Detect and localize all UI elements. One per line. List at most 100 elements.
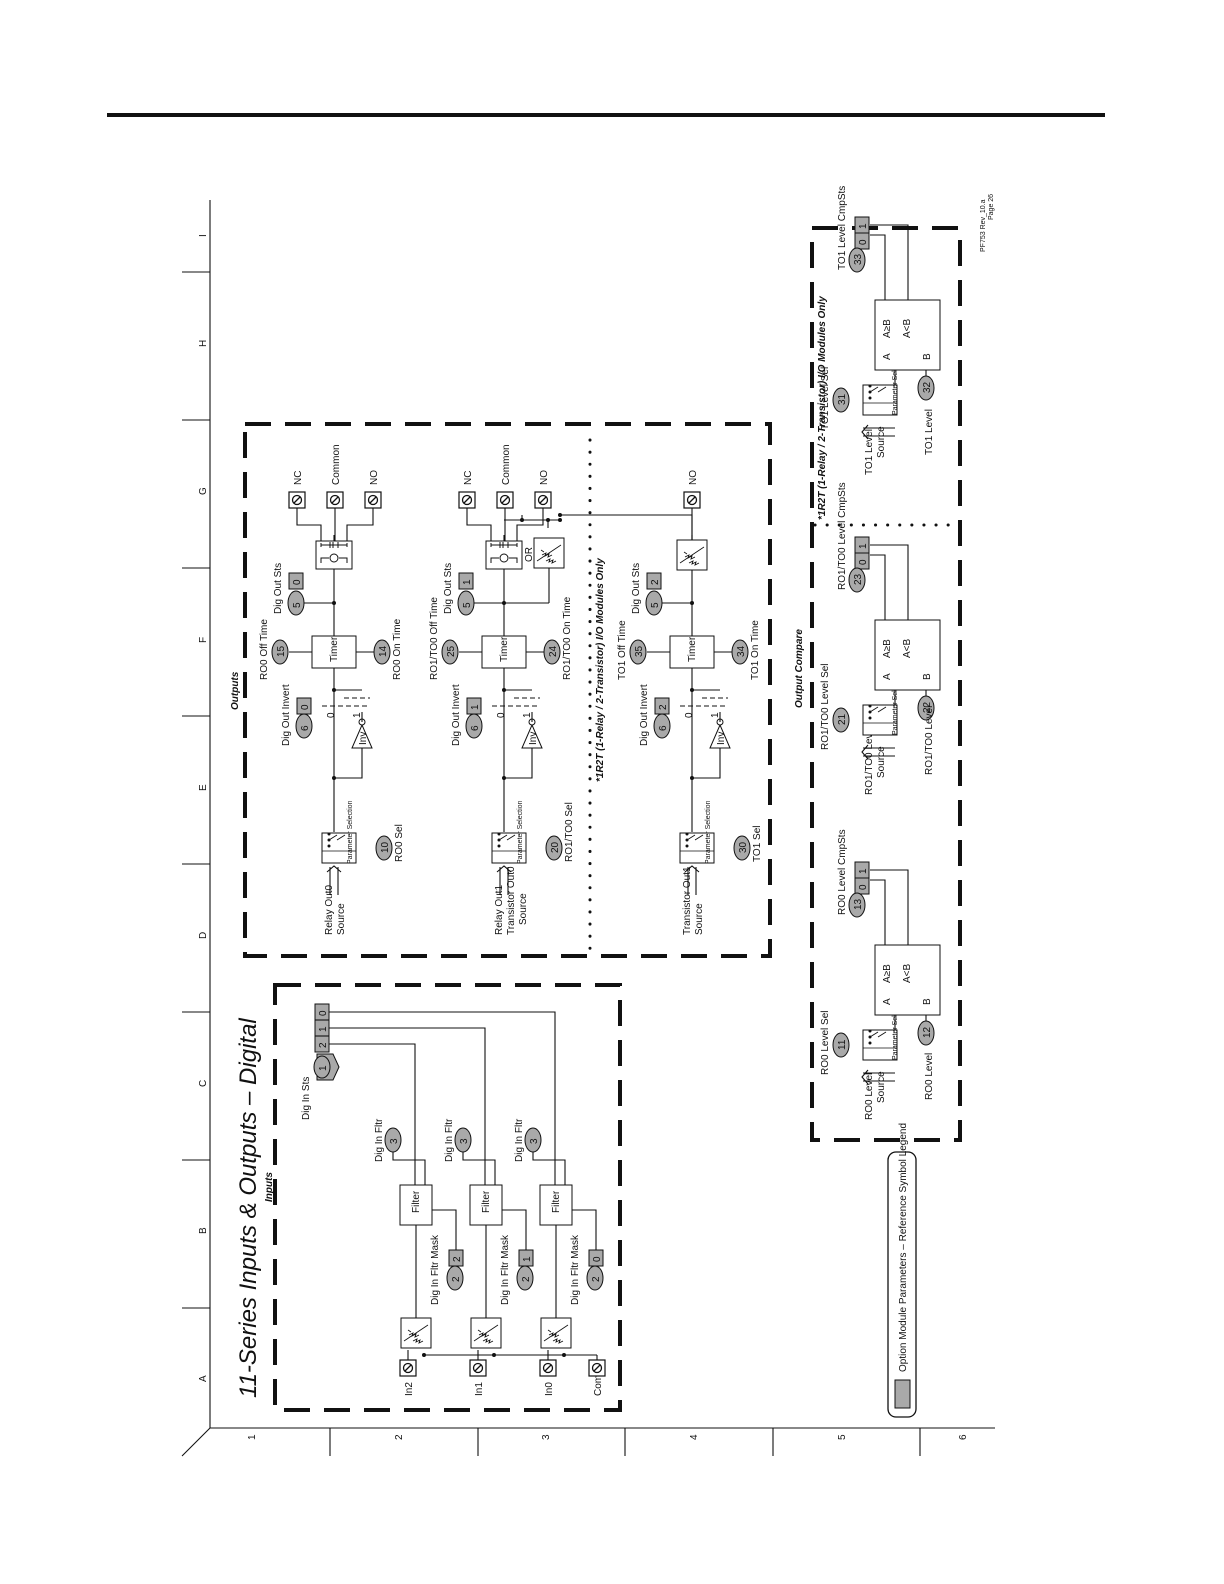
source-label: RO0 Level: [864, 1073, 875, 1120]
input-channel-in0: In0 Filter 3 Dig In Fltr 0 2 Dig In Fltr…: [514, 1118, 604, 1396]
off-param-value: 35: [634, 645, 645, 657]
off-param-value: 25: [446, 645, 457, 657]
source-label: Relay Out1: [494, 885, 505, 935]
invert-bit-value: 1: [470, 704, 481, 710]
doc-ref: PF753 Rev_10.a: [980, 199, 987, 252]
source-label: Transistor Out1: [682, 866, 693, 935]
svg-text:In2: In2: [404, 1382, 415, 1396]
legend-text: Option Module Parameters – Reference Sym…: [898, 1123, 909, 1372]
grid-col-e: E: [198, 784, 209, 791]
invert-param: [653, 713, 671, 739]
sel-param: [832, 387, 850, 413]
sel-param-value: 30: [738, 841, 749, 853]
svg-text:3: 3: [529, 1138, 540, 1144]
inputs-header: Inputs: [264, 1172, 275, 1202]
on-label: RO0 On Time: [392, 618, 403, 680]
source-label: Source: [518, 893, 529, 925]
svg-text:Filter: Filter: [481, 1190, 492, 1213]
switch-zero: 0: [326, 712, 337, 718]
svg-text:In0: In0: [544, 1382, 555, 1396]
switch-one: 1: [522, 712, 533, 718]
input-channel-in2: In2 Filter 3 Dig In Fltr 2 2 Dig In Fltr…: [374, 1118, 464, 1396]
source-label: Relay Out0: [324, 885, 335, 935]
sel-param: [832, 1032, 850, 1058]
level-label: TO1 Level: [924, 409, 935, 455]
level-param-value: 12: [922, 1026, 933, 1038]
legend: Option Module Parameters – Reference Sym…: [887, 1123, 917, 1418]
out-ge: A≥B: [882, 964, 893, 983]
out-lt: A<B: [902, 318, 913, 338]
off-label: RO1/TO0 Off Time: [429, 597, 440, 680]
source-label: Source: [336, 903, 347, 935]
svg-text:2: 2: [591, 1276, 602, 1282]
source-label: Source: [876, 426, 887, 458]
dig-in-sts-param: 1: [318, 1065, 329, 1071]
terminal-nc: NC: [463, 471, 474, 485]
on-param: [373, 639, 391, 665]
inverter-label: Inv: [358, 732, 369, 745]
switch-one: 1: [352, 712, 363, 718]
page-title: 11-Series Inputs & Outputs – Digital: [235, 1018, 262, 1398]
sts-label: Dig Out Sts: [273, 563, 284, 614]
cmp-label: RO0 Level CmpSts: [837, 829, 848, 915]
out-ge: A≥B: [882, 639, 893, 658]
terminal-no: NO: [688, 470, 699, 485]
sts-label: Dig Out Sts: [443, 563, 454, 614]
terminal-common: Common: [501, 444, 512, 485]
svg-text:Dig In Fltr Mask: Dig In Fltr Mask: [500, 1234, 511, 1305]
off-param: [441, 639, 459, 665]
invert-param-value: 6: [300, 725, 311, 731]
cmp-bit-0: [854, 552, 870, 570]
svg-text:3: 3: [459, 1138, 470, 1144]
svg-text:2: 2: [452, 1256, 463, 1262]
port-a: A: [882, 998, 893, 1005]
invert-bit-value: 0: [300, 704, 311, 710]
grid-col-d: D: [198, 932, 209, 939]
grid-col-c: C: [198, 1080, 209, 1087]
cmp-param: [848, 567, 866, 593]
on-param: [543, 639, 561, 665]
svg-text:0: 0: [592, 1256, 603, 1262]
invert-param: [465, 713, 483, 739]
out-lt: A<B: [902, 963, 913, 983]
grid-col-f: F: [198, 637, 209, 643]
filter-block-in0: [539, 1184, 573, 1226]
output-compare-optional-note: *1R2T (1-Relay / 2-Transistor) I/O Modul…: [817, 296, 828, 520]
sel-param-value: 31: [837, 393, 848, 405]
output-compare-section: Output Compare *1R2T (1-Relay / 2-Transi…: [794, 226, 962, 1142]
source-label: Source: [876, 1071, 887, 1103]
grid-col-i: I: [198, 234, 209, 237]
sts-label: Dig Out Sts: [631, 563, 642, 614]
timer-label: Timer: [687, 636, 698, 662]
sts-param: [457, 590, 475, 616]
grid-row-3: 3: [541, 1434, 552, 1440]
switch-zero: 0: [496, 712, 507, 718]
grid-row-2: 2: [394, 1434, 405, 1440]
port-a: A: [882, 353, 893, 360]
sts-param: [287, 590, 305, 616]
relay-contact: [485, 540, 523, 570]
param-selection-label: Parameter Selection: [347, 800, 354, 864]
svg-text:Dig In Fltr Mask: Dig In Fltr Mask: [570, 1234, 581, 1305]
sts-bit-value: 2: [650, 579, 661, 585]
cmp-label: RO1/TO0 Level CmpSts: [837, 482, 848, 590]
invert-bit-value: 2: [658, 704, 669, 710]
level-label: RO0 Level: [924, 1053, 935, 1100]
svg-text:2: 2: [318, 1042, 329, 1048]
sel-label: TO1 Sel: [752, 826, 763, 863]
cmp-bit-0-value: 0: [858, 884, 869, 890]
port-b: B: [922, 353, 933, 360]
sts-param-value: 5: [462, 602, 473, 608]
relay-contact: [315, 540, 353, 570]
grid-col-b: B: [198, 1227, 209, 1234]
source-label: Source: [694, 903, 705, 935]
cmp-param: [848, 892, 866, 918]
invert-label: Dig Out Invert: [639, 684, 650, 746]
sts-bit: [288, 572, 304, 590]
